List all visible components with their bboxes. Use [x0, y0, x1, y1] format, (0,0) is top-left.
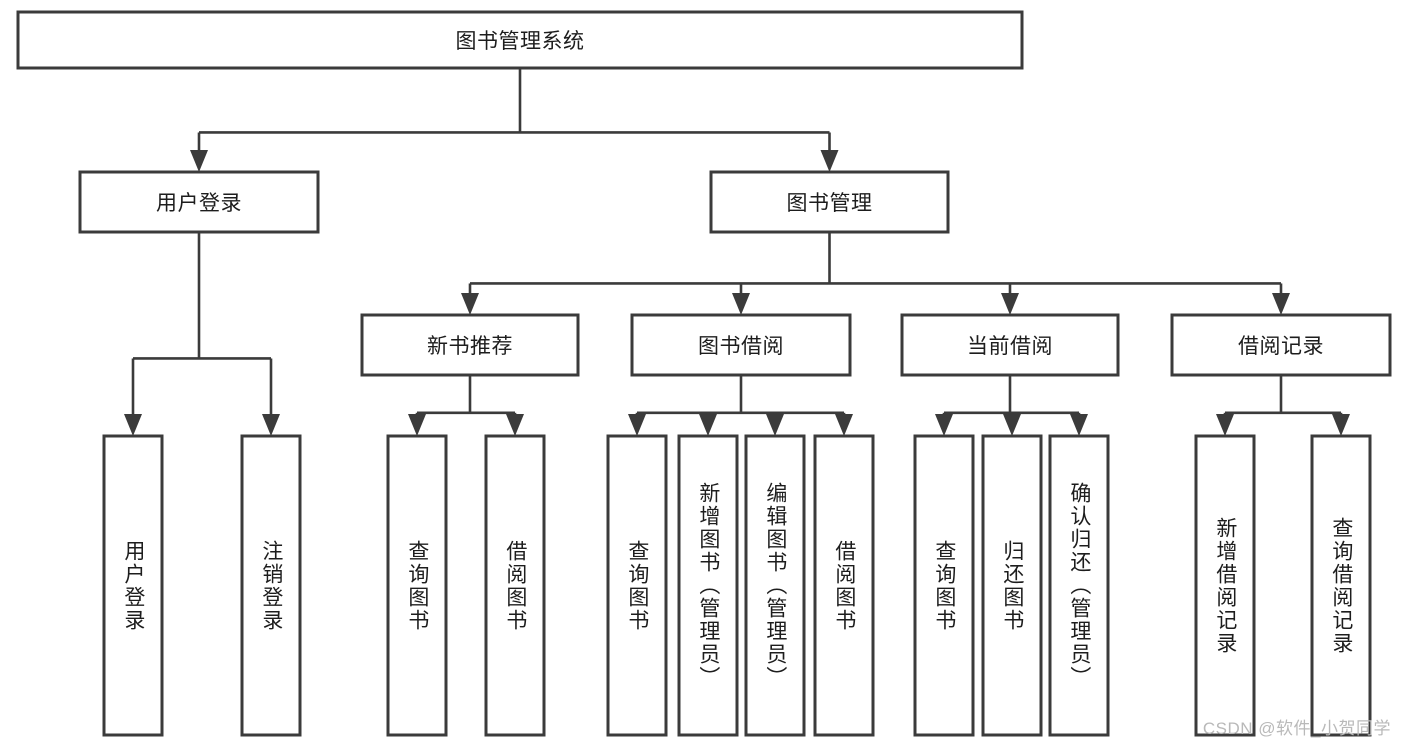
node-box-user-login[interactable] — [78, 170, 320, 234]
arrow-head-leaf-confirm-return — [1070, 414, 1088, 436]
node-box-leaf-query-book-1[interactable] — [386, 434, 448, 737]
node-box-current-borrow[interactable] — [900, 313, 1120, 377]
arrow-head-user-login — [190, 150, 208, 172]
arrow-head-borrow-record — [1272, 293, 1290, 315]
node-box-borrow-record[interactable] — [1170, 313, 1392, 377]
arrow-head-new-book-rec — [461, 293, 479, 315]
node-box-book-borrow[interactable] — [630, 313, 852, 377]
arrow-head-leaf-edit-book — [766, 414, 784, 436]
node-box-leaf-confirm-return[interactable] — [1048, 434, 1110, 737]
arrow-head-leaf-query-book-3 — [935, 414, 953, 436]
arrow-head-leaf-query-book-1 — [408, 414, 426, 436]
node-box-leaf-query-record[interactable] — [1310, 434, 1372, 737]
node-box-new-book-rec[interactable] — [360, 313, 580, 377]
arrow-head-book-manage — [820, 150, 839, 172]
arrow-head-leaf-user-login — [124, 414, 142, 436]
node-box-leaf-query-book-3[interactable] — [913, 434, 975, 737]
arrow-head-leaf-logout — [262, 414, 280, 436]
node-box-leaf-edit-book[interactable] — [744, 434, 806, 737]
node-box-leaf-logout[interactable] — [240, 434, 302, 737]
node-box-leaf-borrow-book-2[interactable] — [813, 434, 875, 737]
watermark-text: CSDN @软件_小贺同学 — [1202, 719, 1391, 738]
arrow-head-current-borrow — [1001, 293, 1019, 315]
node-box-leaf-user-login[interactable] — [102, 434, 164, 737]
node-box-book-manage[interactable] — [709, 170, 950, 234]
arrow-head-leaf-add-book — [699, 414, 717, 436]
connectors-group — [124, 68, 1350, 436]
node-box-root[interactable] — [16, 10, 1024, 70]
node-boxes-group — [16, 10, 1392, 737]
arrow-head-book-borrow — [732, 293, 750, 315]
node-box-leaf-query-book-2[interactable] — [606, 434, 668, 737]
arrow-head-leaf-query-record — [1332, 414, 1350, 436]
arrow-head-leaf-borrow-book-2 — [835, 414, 853, 436]
node-box-leaf-add-record[interactable] — [1194, 434, 1256, 737]
arrow-head-leaf-borrow-book-1 — [506, 414, 524, 436]
node-box-leaf-add-book[interactable] — [677, 434, 739, 737]
node-box-leaf-borrow-book-1[interactable] — [484, 434, 546, 737]
arrow-head-leaf-query-book-2 — [628, 414, 646, 436]
arrow-head-leaf-return-book — [1003, 414, 1021, 436]
arrow-head-leaf-add-record — [1216, 414, 1234, 436]
node-box-leaf-return-book[interactable] — [981, 434, 1043, 737]
